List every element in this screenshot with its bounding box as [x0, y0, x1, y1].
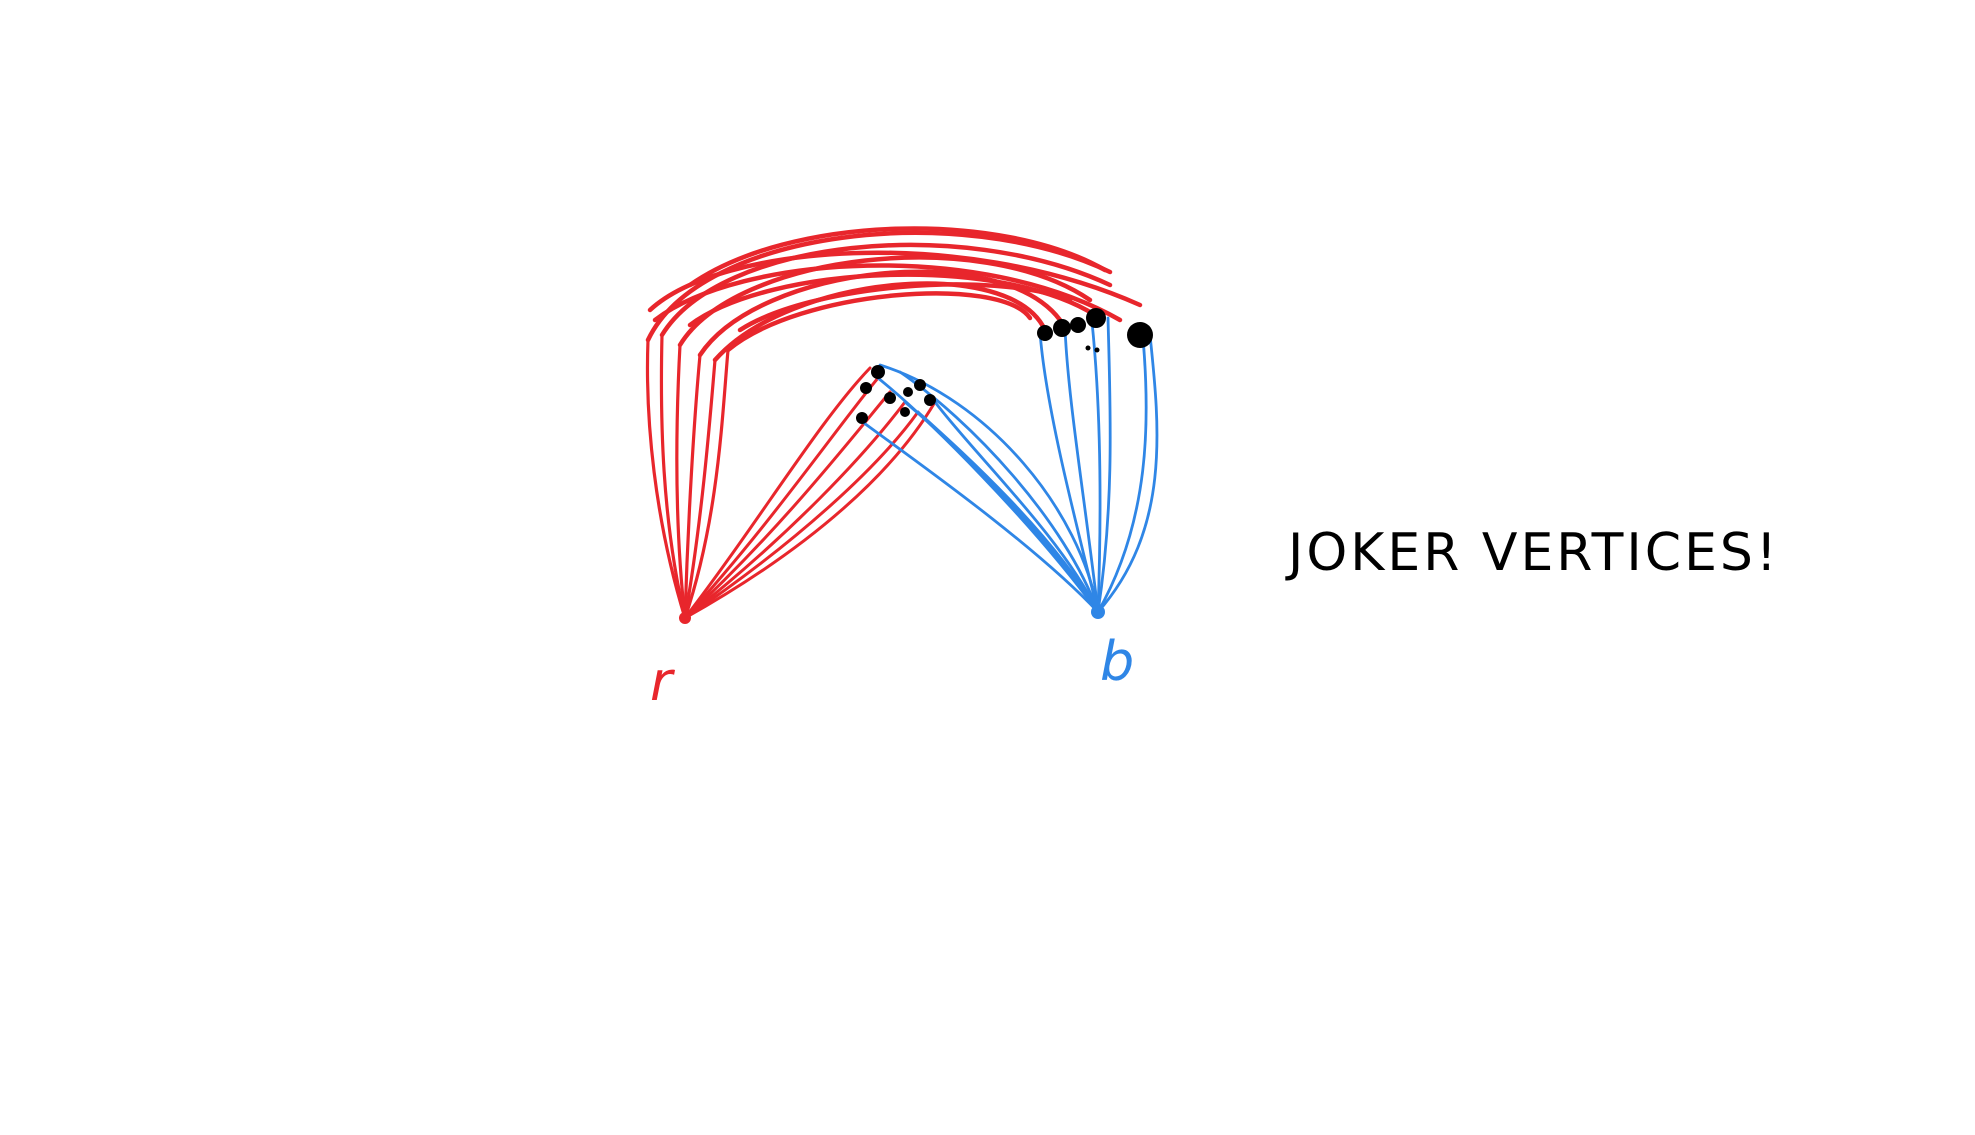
red-edge	[675, 343, 687, 620]
vertex-r-label: r	[650, 650, 675, 713]
red-edge	[683, 353, 702, 620]
red-edge	[683, 390, 892, 620]
blue-edge	[876, 376, 1100, 614]
joker-vertex	[1085, 345, 1091, 351]
blue-edge	[933, 400, 1100, 614]
red-arc	[652, 263, 1123, 323]
vertex-b-label: b	[1100, 630, 1134, 693]
joker-vertex	[871, 365, 885, 379]
joker-vertex	[1094, 347, 1100, 353]
red-edge	[683, 358, 717, 620]
joker-vertex	[1070, 317, 1086, 333]
blue-edge	[1096, 336, 1148, 614]
red-edge	[683, 410, 920, 620]
red-arc	[687, 226, 1108, 288]
blue-edge	[903, 400, 1100, 614]
blue-edge	[1096, 316, 1112, 614]
joker-vertex	[1086, 308, 1106, 328]
joker-vertex	[856, 412, 868, 424]
red-arc	[645, 230, 1113, 343]
joker-vertex	[900, 407, 910, 417]
red-edge	[683, 348, 730, 620]
blue-edge	[1090, 320, 1102, 614]
blue-edges-b-to-right-cluster	[1038, 316, 1159, 614]
red-edge	[683, 366, 872, 620]
red-arc	[725, 291, 1033, 353]
joker-vertex	[903, 387, 913, 397]
red-edge	[659, 333, 687, 620]
blue-edge	[858, 418, 1100, 614]
blue-edge	[878, 363, 1100, 614]
blue-edge	[898, 370, 1100, 614]
red-arc	[737, 282, 1073, 333]
middle-joker-cluster	[856, 365, 936, 424]
joker-vertex	[860, 382, 872, 394]
vertex-b	[1091, 605, 1105, 619]
blue-edge	[1096, 333, 1159, 614]
blue-edges-b-to-middle-cluster	[858, 363, 1100, 614]
red-arc	[659, 242, 1113, 338]
right-joker-cluster	[1037, 308, 1153, 353]
red-edge	[683, 400, 907, 620]
blue-edge	[1063, 326, 1100, 614]
caption-joker-vertices: JOKER VERTICES!	[1285, 523, 1780, 583]
red-edge	[683, 376, 880, 620]
red-arc	[712, 281, 1048, 363]
blue-edge	[916, 410, 1100, 614]
joker-vertex	[1127, 322, 1153, 348]
joker-vertex	[914, 379, 926, 391]
red-edges-r-to-middle-cluster	[683, 366, 937, 620]
red-edge	[645, 338, 687, 620]
red-edge	[683, 400, 937, 620]
joker-vertex	[1037, 325, 1053, 341]
red-edges-r-to-left-cluster	[645, 333, 730, 620]
red-arcs-top	[645, 226, 1143, 363]
vertex-r	[679, 612, 691, 624]
joker-vertex	[924, 394, 936, 406]
joker-vertex	[1053, 319, 1071, 337]
joker-vertex	[884, 392, 896, 404]
